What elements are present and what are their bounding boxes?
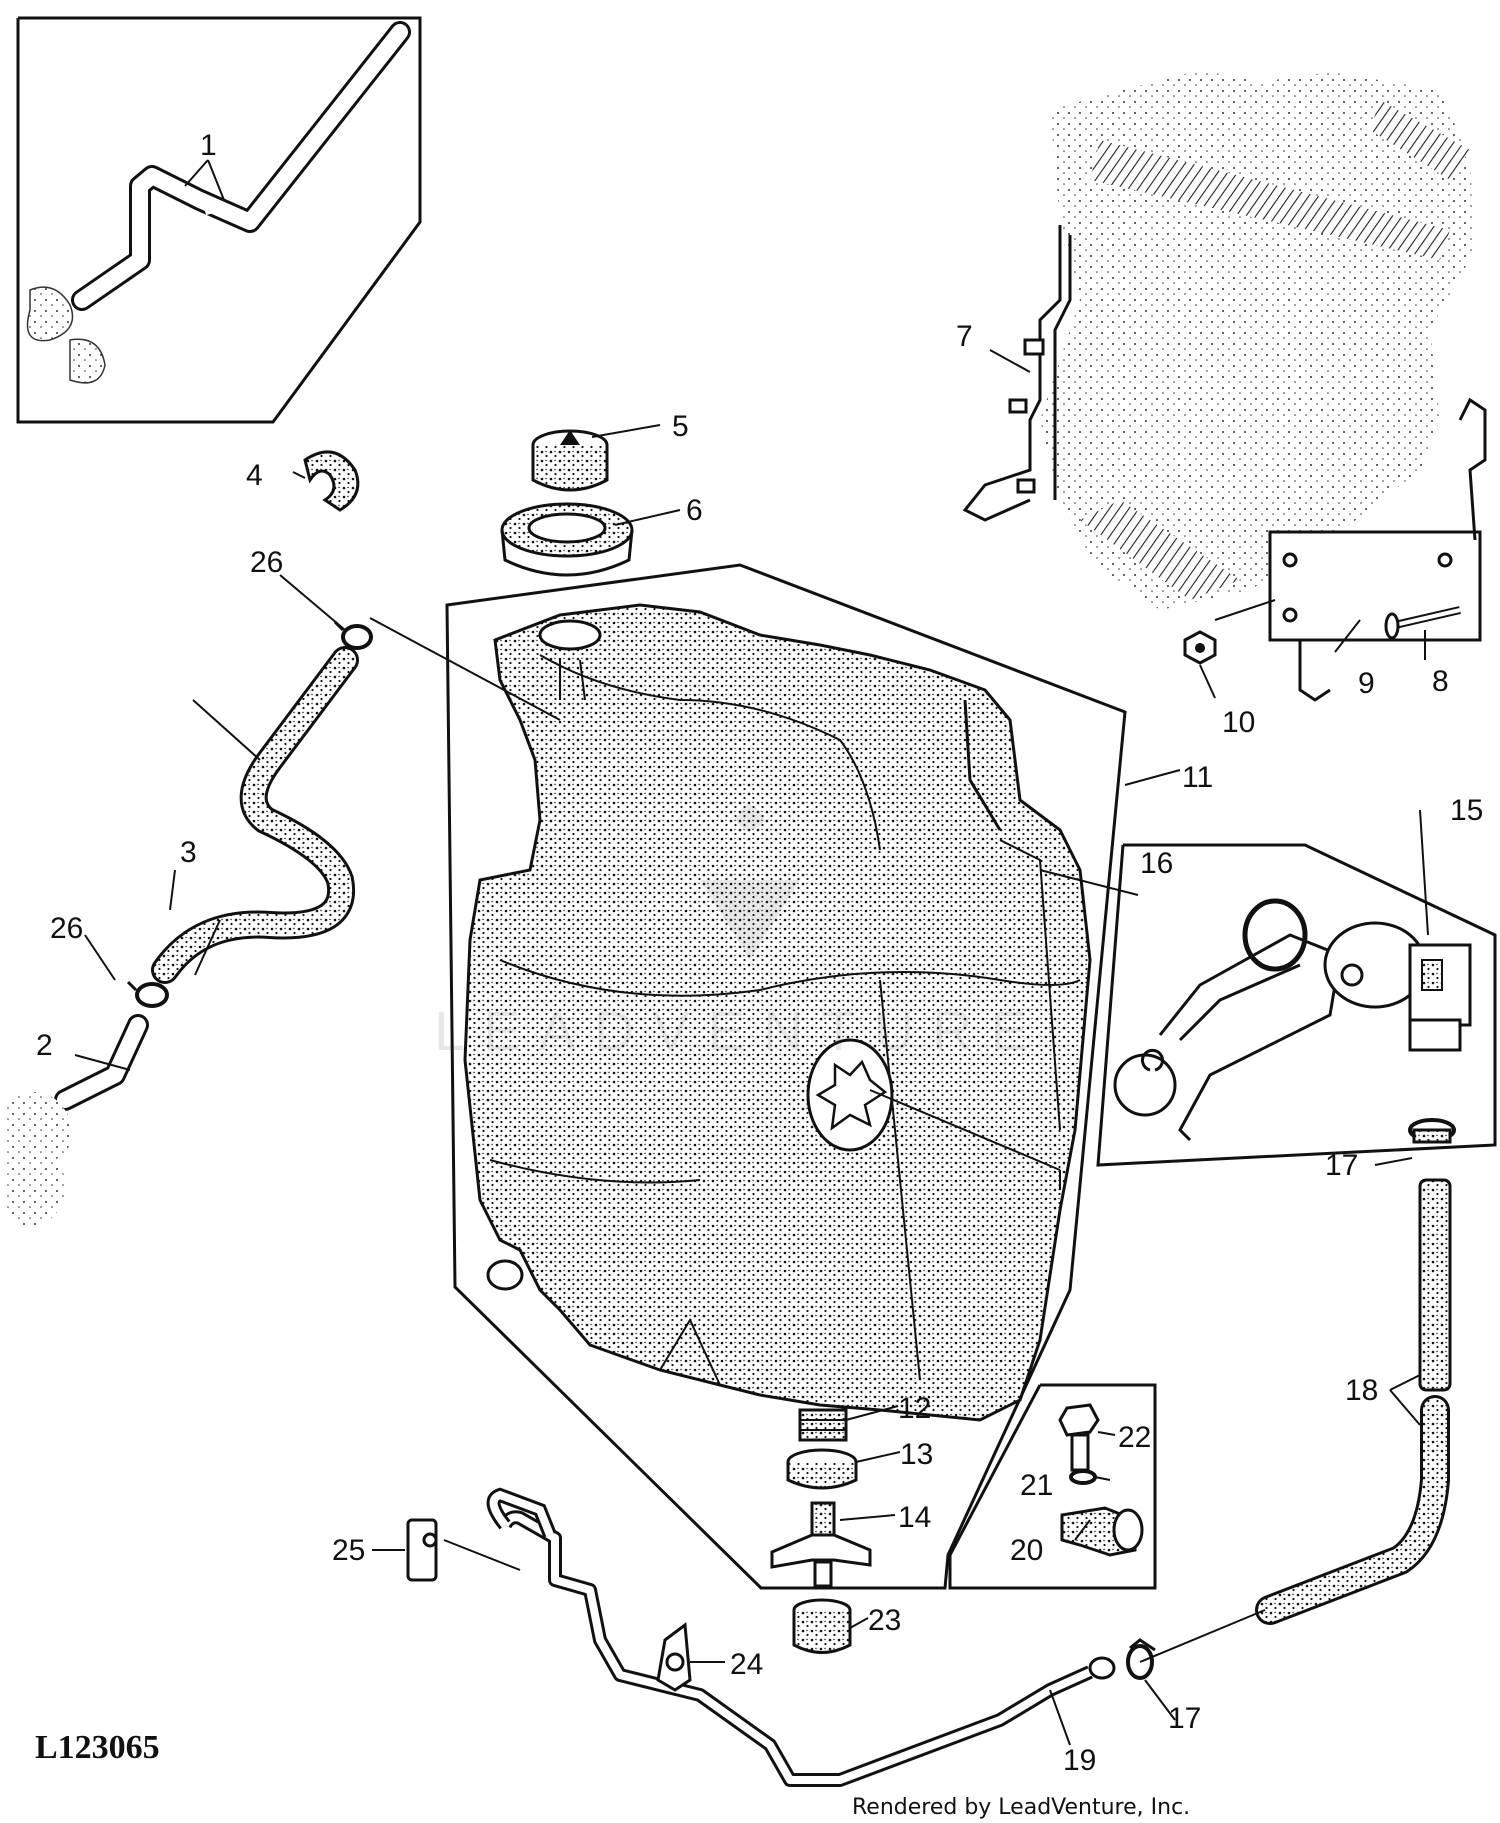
leadventure-logo-icon	[700, 805, 800, 960]
clip-24	[656, 1622, 692, 1692]
callout-26-upper: 26	[250, 546, 283, 579]
bracket-9	[1268, 397, 1487, 702]
hose-clamp-17-upper	[1408, 1118, 1456, 1144]
callout-labels: 1 2 3 4 5 6 7 8 9 10 11 12 13 14 15 16 1…	[36, 129, 1483, 1777]
callout-12: 12	[898, 1392, 931, 1425]
callout-11: 11	[1182, 761, 1213, 794]
fuel-tank-11	[463, 603, 1092, 1422]
callout-14: 14	[898, 1501, 931, 1534]
callout-25: 25	[332, 1534, 365, 1567]
clip-4	[303, 450, 360, 512]
callout-8: 8	[1432, 665, 1449, 698]
callout-18: 18	[1345, 1374, 1378, 1407]
callout-24: 24	[730, 1648, 763, 1681]
tube-2	[54, 1014, 149, 1111]
callout-7: 7	[956, 320, 973, 353]
callout-22: 22	[1118, 1421, 1151, 1454]
vent-hose-3	[151, 646, 359, 984]
figure-code: L123065	[35, 1729, 160, 1766]
callout-15: 15	[1450, 794, 1483, 827]
callout-19: 19	[1063, 1744, 1096, 1777]
callout-4: 4	[246, 459, 263, 492]
bracket-7	[962, 225, 1072, 522]
callout-26-lower: 26	[50, 912, 83, 945]
bolt-8	[1384, 606, 1461, 640]
leader-lines	[74, 349, 1429, 1746]
hose-clamp-26-lower	[126, 980, 169, 1008]
render-credit: Rendered by LeadVenture, Inc.	[852, 1795, 1190, 1820]
callout-23: 23	[868, 1604, 901, 1637]
fuel-cap-5	[531, 429, 609, 492]
callout-1: 1	[200, 129, 217, 162]
tank-group-box-11	[445, 563, 1127, 1590]
callout-10: 10	[1222, 706, 1255, 739]
engine-block-background	[1040, 70, 1475, 610]
watermark-text: LEADVENTURE	[434, 999, 1046, 1062]
leadventure-watermark: LEADVENTURE	[434, 805, 1046, 1062]
fuel-pump-inset-15	[1096, 843, 1497, 1167]
seal-13	[786, 1448, 858, 1490]
callout-2: 2	[36, 1029, 53, 1062]
nut-10	[1183, 630, 1217, 665]
shut-off-valve-14	[770, 1501, 872, 1588]
callout-3: 3	[180, 836, 197, 869]
callout-5: 5	[672, 410, 689, 443]
callout-6: 6	[686, 494, 703, 527]
callout-20: 20	[1010, 1534, 1043, 1567]
inset-hose-1	[16, 16, 422, 424]
fuel-hose-18	[1255, 1178, 1452, 1625]
callout-13: 13	[900, 1438, 933, 1471]
callout-17-upper: 17	[1325, 1149, 1358, 1182]
callout-21: 21	[1020, 1469, 1053, 1502]
fuel-line-19	[486, 1487, 1116, 1787]
clip-25	[406, 1518, 438, 1582]
cap-23	[792, 1598, 852, 1654]
callout-9: 9	[1358, 667, 1375, 700]
stipple-left-edge	[5, 1092, 73, 1228]
hose-clamp-17-lower	[1126, 1638, 1156, 1680]
callout-16: 16	[1140, 847, 1173, 880]
fitting-12	[798, 1408, 848, 1442]
filler-neck-6	[500, 502, 634, 577]
mount-inset-20-22	[948, 1383, 1157, 1590]
callout-17-lower: 17	[1168, 1702, 1201, 1735]
